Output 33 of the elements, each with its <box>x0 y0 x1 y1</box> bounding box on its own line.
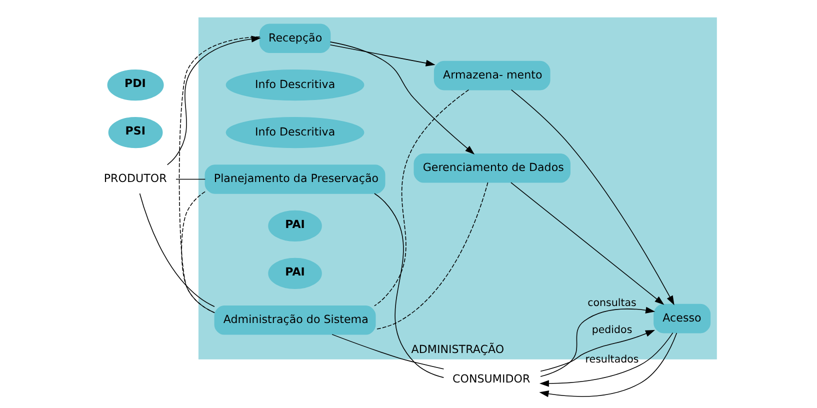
node-box: Gerenciamento de Dados <box>413 154 570 183</box>
node-box: Acesso <box>653 304 710 334</box>
connector <box>138 193 214 308</box>
edge-label: pedidos <box>591 324 632 336</box>
node-box: Armazena- mento <box>433 60 550 90</box>
connector <box>331 334 444 370</box>
arrow <box>538 332 673 387</box>
arrow <box>329 44 435 66</box>
arrow <box>329 42 474 154</box>
arrow <box>510 182 664 305</box>
node-text: CONSUMIDOR <box>452 372 530 386</box>
node-ellipse: Info Descritiva <box>225 69 364 101</box>
connector <box>374 193 444 378</box>
node-box: Recepção <box>258 24 330 53</box>
arrow <box>540 330 655 372</box>
arrow <box>510 89 674 306</box>
connector <box>175 178 206 180</box>
node-ellipse: PDI <box>106 69 164 101</box>
node-ellipse: PAI <box>268 210 322 242</box>
connector <box>178 36 260 314</box>
connector <box>374 89 469 306</box>
node-text: PRODUTOR <box>103 172 166 186</box>
arrow <box>540 306 655 377</box>
connector <box>180 191 214 314</box>
edge-label: consultas <box>587 297 636 310</box>
node-ellipse: Info Descritiva <box>225 116 364 148</box>
node-box: Administração do Sistema <box>214 306 376 335</box>
arrow <box>538 332 677 398</box>
node-ellipse: PSI <box>108 116 162 148</box>
node-box: Planejamento da Preservação <box>204 164 385 194</box>
node-ellipse: PAI <box>268 258 322 289</box>
arrow <box>166 36 260 166</box>
connector <box>374 182 488 330</box>
